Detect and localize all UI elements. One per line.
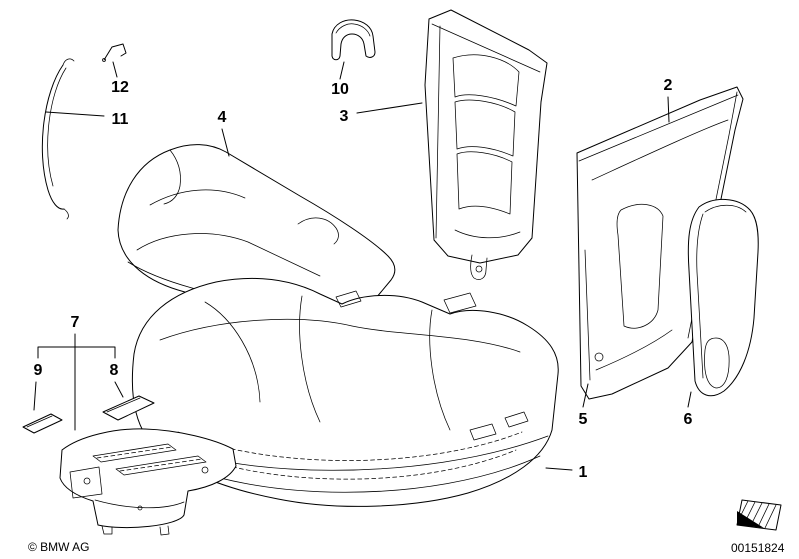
part-10-saddle-clip-drawing — [331, 19, 376, 61]
callout-2[interactable]: 2 — [663, 77, 673, 94]
callout-10[interactable]: 10 — [331, 81, 349, 98]
copyright-text: © BMW AG — [28, 540, 90, 554]
part-2-backrest-panel-drawing — [576, 86, 744, 400]
part-6-side-bolster-drawing — [687, 199, 759, 397]
part-9-pad-drawing — [22, 413, 63, 434]
callout-12[interactable]: 12 — [111, 79, 129, 96]
part-12-hook-drawing — [102, 43, 127, 62]
part-7-console-trim-drawing — [59, 428, 237, 536]
hatched-flag-icon — [736, 499, 782, 531]
leader-lines — [33, 61, 692, 471]
callout-7[interactable]: 7 — [70, 314, 80, 331]
callout-5[interactable]: 5 — [578, 411, 588, 428]
part-3-backrest-cover-drawing — [424, 9, 548, 280]
part-11-trim-strip-drawing — [41, 58, 75, 220]
callout-6[interactable]: 6 — [683, 411, 693, 428]
callout-3[interactable]: 3 — [339, 108, 349, 125]
callout-8[interactable]: 8 — [109, 362, 119, 379]
callout-1[interactable]: 1 — [578, 464, 588, 481]
callout-9[interactable]: 9 — [33, 362, 43, 379]
callout-11[interactable]: 11 — [111, 111, 129, 128]
callout-4[interactable]: 4 — [217, 109, 227, 126]
part-8-pad-drawing — [102, 395, 155, 421]
doc-number: 00151824 — [731, 541, 785, 555]
